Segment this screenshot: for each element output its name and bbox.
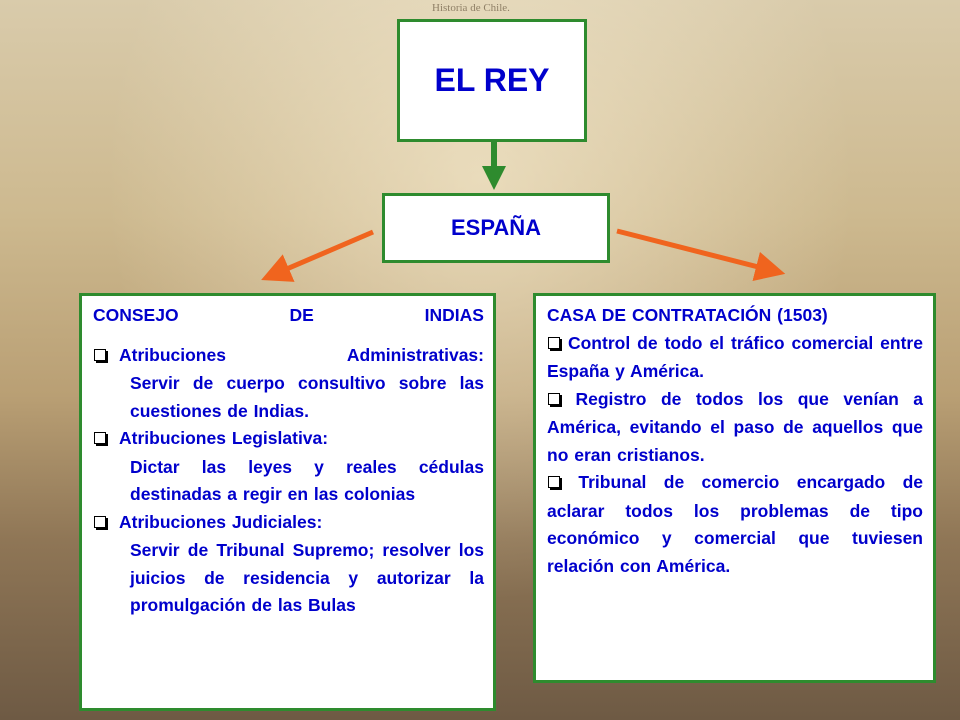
list-item: Atribuciones Legislativa: (93, 425, 484, 454)
list-item: Tribunal de comercio encargado de aclara… (547, 469, 923, 580)
checkbox-bullet-icon (547, 331, 561, 359)
rey-label: EL REY (434, 62, 550, 98)
checkbox-bullet-icon (93, 510, 107, 538)
checkbox-bullet-icon (93, 426, 107, 454)
list-item: Atribuciones Judiciales: (93, 509, 484, 538)
arrow-espana-to-casa (616, 228, 786, 281)
checkbox-bullet-icon (547, 387, 561, 415)
consejo-title-word: CONSEJO (93, 305, 179, 325)
list-item: Atribuciones Administrativas: (93, 342, 484, 371)
rey-box: EL REY (397, 19, 587, 142)
casa-title: CASA DE CONTRATACIÓN (1503) (547, 305, 828, 325)
consejo-title-word: INDIAS (424, 305, 484, 325)
item-text: Registro de todos los que venían a Améri… (547, 388, 923, 465)
item-heading: Atribuciones Judiciales: (119, 511, 323, 532)
list-item: Control de todo el tráfico comercial ent… (547, 330, 923, 386)
list-item: Registro de todos los que venían a Améri… (547, 386, 923, 470)
checkbox-bullet-icon (547, 470, 561, 498)
arrow-espana-to-consejo (261, 229, 374, 282)
consejo-title-word: DE (289, 305, 314, 325)
item-body: Dictar las leyes y reales cédulas destin… (130, 456, 484, 505)
item-body: Servir de cuerpo consultivo sobre las cu… (130, 373, 484, 421)
item-heading: Atribuciones Legislativa: (119, 428, 329, 448)
background-caption: Historia de Chile. (432, 2, 510, 14)
espana-box: ESPAÑA (382, 193, 610, 263)
espana-label: ESPAÑA (450, 215, 542, 240)
consejo-de-indias-panel: CONSEJO DE INDIAS Atribuciones Administr… (79, 293, 496, 711)
consejo-title: CONSEJO DE INDIAS (93, 302, 484, 330)
item-text: Tribunal de comercio encargado de aclara… (547, 472, 923, 576)
checkbox-bullet-icon (93, 343, 107, 371)
item-heading: Atribuciones Administrativas: (119, 344, 484, 365)
item-body: Servir de Tribunal Supremo; resolver los… (130, 540, 484, 615)
item-text: Control de todo el tráfico comercial ent… (547, 332, 923, 382)
casa-de-contratacion-panel: CASA DE CONTRATACIÓN (1503) Control de t… (533, 293, 936, 683)
